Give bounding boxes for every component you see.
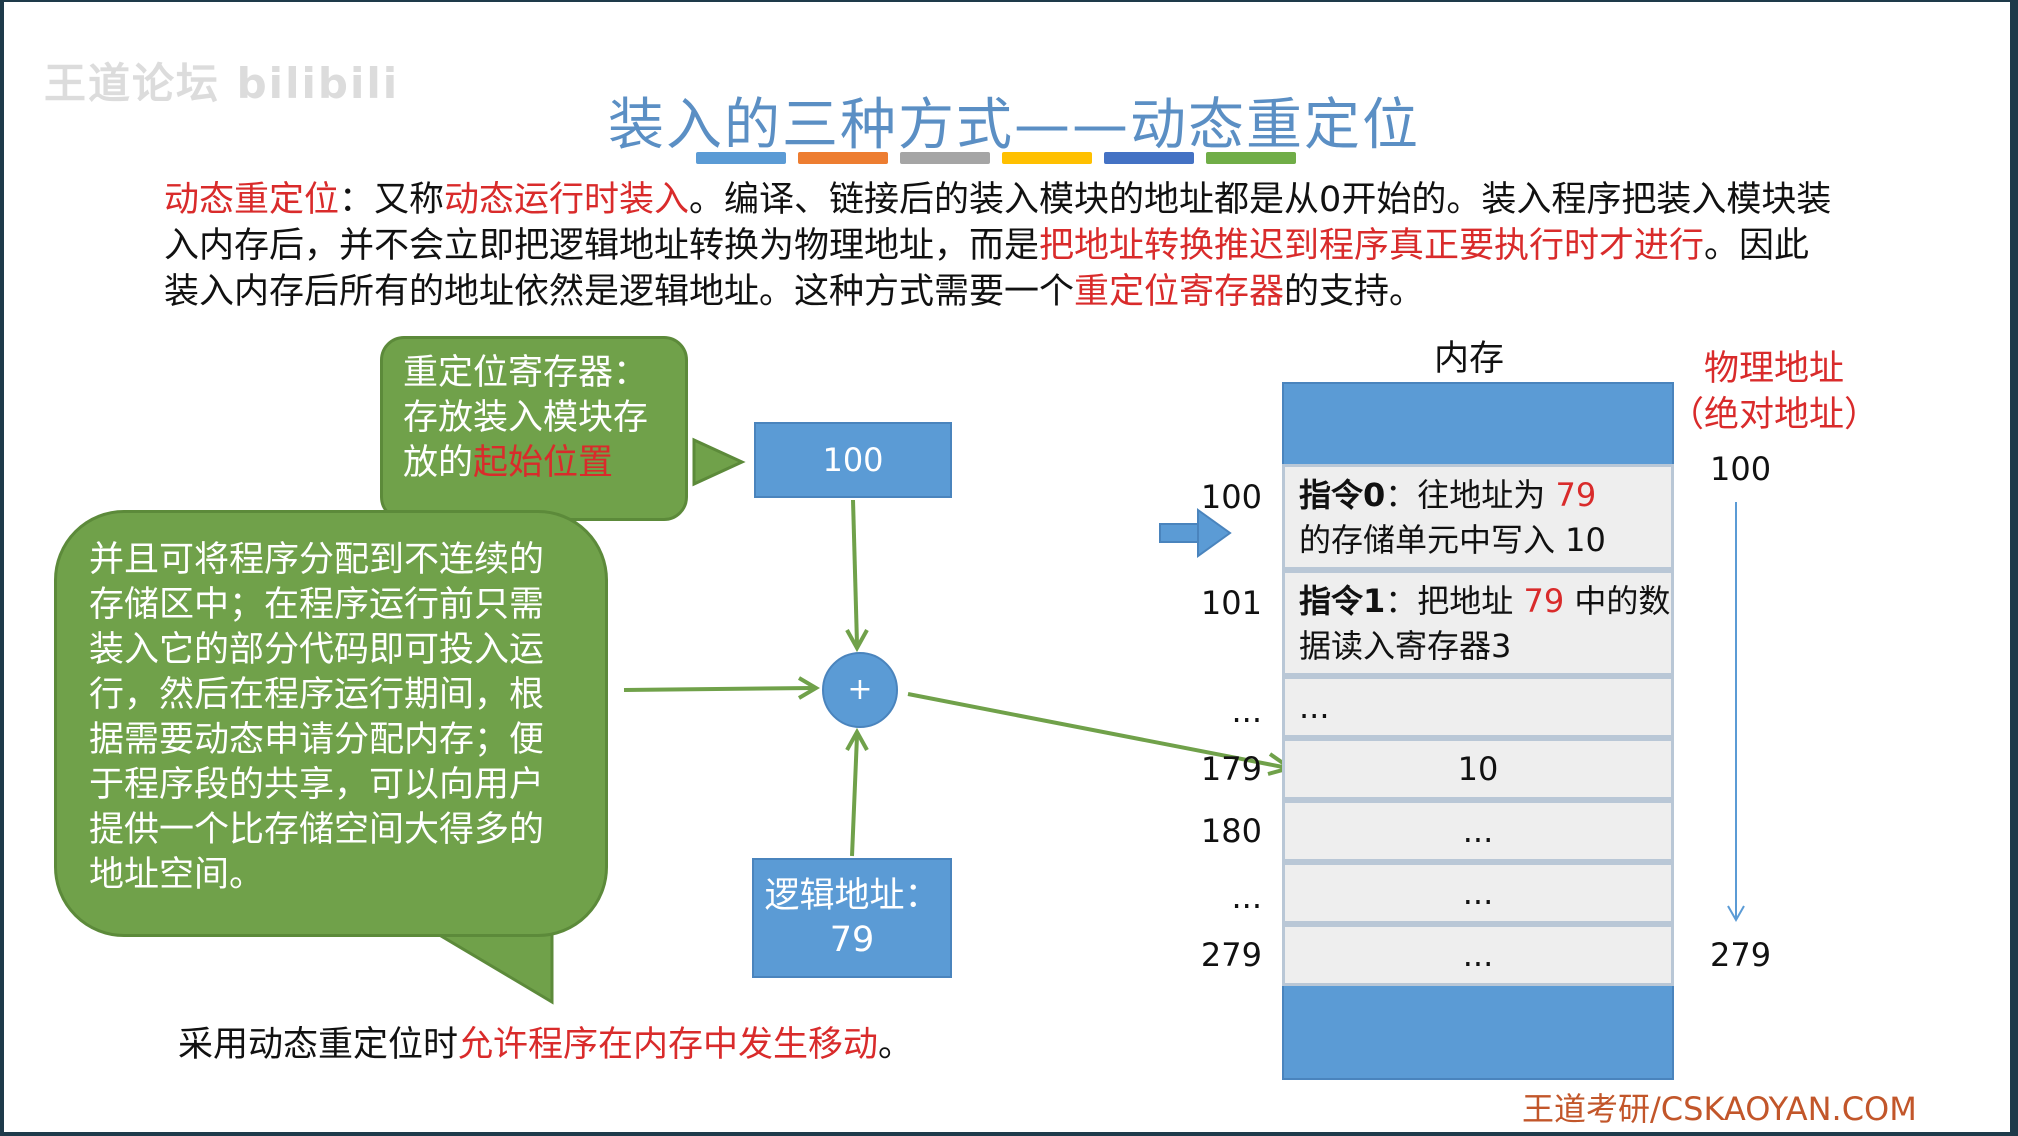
- arrows: [623, 499, 1295, 857]
- callout-line: 放的起始位置: [403, 441, 665, 486]
- relocation-register-box: 100: [754, 422, 952, 498]
- address-label: ...: [1231, 692, 1262, 730]
- note-text: 采用动态重定位时: [178, 1025, 459, 1065]
- arrow-logical-to-adder: [850, 735, 859, 857]
- address-label: ...: [1231, 878, 1262, 916]
- para-text: ：又称: [339, 180, 445, 220]
- definition-paragraph: 动态重定位：又称动态运行时装入。编译、链接后的装入模块的地址都是从0开始的。装入…: [164, 177, 1834, 315]
- arrowhead: [797, 676, 820, 700]
- color-bar-segment: [798, 152, 888, 164]
- address-label: 101: [1200, 584, 1262, 622]
- instruction-address: 79: [1523, 582, 1565, 620]
- logical-address-box: 逻辑地址： 79: [752, 858, 952, 978]
- instruction-address: 79: [1555, 476, 1597, 514]
- physical-address-subtitle: （绝对地址）: [1668, 395, 1879, 435]
- memory-cell-ellipsis: ...: [1282, 862, 1674, 924]
- instruction-name: 指令1: [1299, 582, 1386, 620]
- callout-advantages: 并且可将程序分配到不连续的存储区中；在程序运行前只需装入它的部分代码即可投入运行…: [54, 510, 608, 937]
- term-runtime-loading: 动态运行时装入: [444, 180, 690, 220]
- arrow-register-to-adder: [851, 499, 859, 645]
- physical-address-label: 物理地址 （绝对地址）: [1664, 346, 1884, 438]
- load-pointer-arrow: [1159, 508, 1232, 558]
- memory-cell-180: ...: [1282, 800, 1674, 862]
- color-bar-segment: [1104, 152, 1194, 164]
- instruction-name: 指令0: [1299, 476, 1386, 514]
- color-bar-segment: [696, 152, 786, 164]
- color-bar-segment: [1206, 152, 1296, 164]
- watermark: 王道论坛 bilibili: [44, 59, 400, 108]
- callout-line: 存放装入模块存: [403, 398, 649, 438]
- note-highlight: 允许程序在内存中发生移动: [458, 1025, 879, 1065]
- bottom-note: 采用动态重定位时允许程序在内存中发生移动。: [178, 1016, 913, 1067]
- brand-footer: 王道考研/CSKAOYAN.COM: [1522, 1090, 1917, 1128]
- term-deferred-translation: 把地址转换推迟到程序真正要执行时才进行: [1039, 226, 1705, 266]
- callout-highlight: 起始位置: [473, 443, 614, 483]
- instruction-text: ：把地址: [1385, 582, 1524, 620]
- callout-relocation-register: 重定位寄存器： 存放装入模块存 放的起始位置: [380, 336, 688, 521]
- physical-address-start: 100: [1710, 450, 1772, 488]
- arrow-adder-to-memory: [907, 692, 1289, 770]
- memory-cell-ellipsis: ...: [1282, 676, 1674, 738]
- physical-range-arrow: [1727, 502, 1745, 923]
- instruction-text: 中的数据读入寄存器3: [1299, 582, 1671, 665]
- slide: 王道论坛 bilibili 装入的三种方式——动态重定位 动态重定位：又称动态运…: [4, 2, 2010, 1132]
- para-text: 的支持。: [1284, 272, 1425, 312]
- address-label: 180: [1200, 812, 1262, 850]
- color-bar-segment: [900, 152, 990, 164]
- adder-node: +: [822, 652, 898, 728]
- title-color-bar: [696, 152, 1324, 164]
- para-text: 。编译、链接后的装入模块的地址都是从0开始的。装入程序把装入模块装入内存后，并不…: [164, 180, 1832, 266]
- address-label: 179: [1200, 750, 1262, 788]
- arrowhead: [845, 629, 869, 653]
- memory-cell-101: 指令1：把地址 79 中的数据读入寄存器3: [1282, 570, 1674, 676]
- bubble-top-tail: [692, 437, 746, 487]
- slide-title: 装入的三种方式——动态重定位: [608, 93, 1420, 158]
- memory-cell-179: 10: [1282, 738, 1674, 800]
- term-dynamic-relocation: 动态重定位: [164, 180, 340, 220]
- physical-address-end: 279: [1710, 936, 1772, 974]
- instruction-text: 的存储单元中写入 10: [1299, 521, 1606, 559]
- logical-address-value: 79: [829, 920, 875, 960]
- arrowhead: [845, 727, 869, 751]
- address-label: 279: [1200, 936, 1262, 974]
- instruction-text: ：往地址为: [1385, 476, 1556, 514]
- memory-cell-279: ...: [1282, 924, 1674, 986]
- address-label: 100: [1200, 478, 1262, 516]
- callout-text: 放的: [403, 443, 474, 483]
- callout-line: 重定位寄存器：: [403, 353, 649, 393]
- para-text: 。因此装入内存后所有的地址依然是逻辑地址。这种方式需要一个: [164, 226, 1810, 312]
- arrow-bubble-to-adder: [623, 686, 815, 692]
- memory-cell-100: 指令0：往地址为 79 的存储单元中写入 10: [1282, 464, 1674, 570]
- memory-title: 内存: [1434, 339, 1505, 379]
- term-relocation-register: 重定位寄存器: [1074, 272, 1285, 312]
- physical-address-title: 物理地址: [1703, 349, 1844, 389]
- color-bar-segment: [1002, 152, 1092, 164]
- callout-text: 并且可将程序分配到不连续的存储区中；在程序运行前只需装入它的部分代码即可投入运行…: [89, 540, 545, 895]
- note-text: 。: [878, 1025, 914, 1065]
- logical-address-label: 逻辑地址：: [764, 876, 940, 916]
